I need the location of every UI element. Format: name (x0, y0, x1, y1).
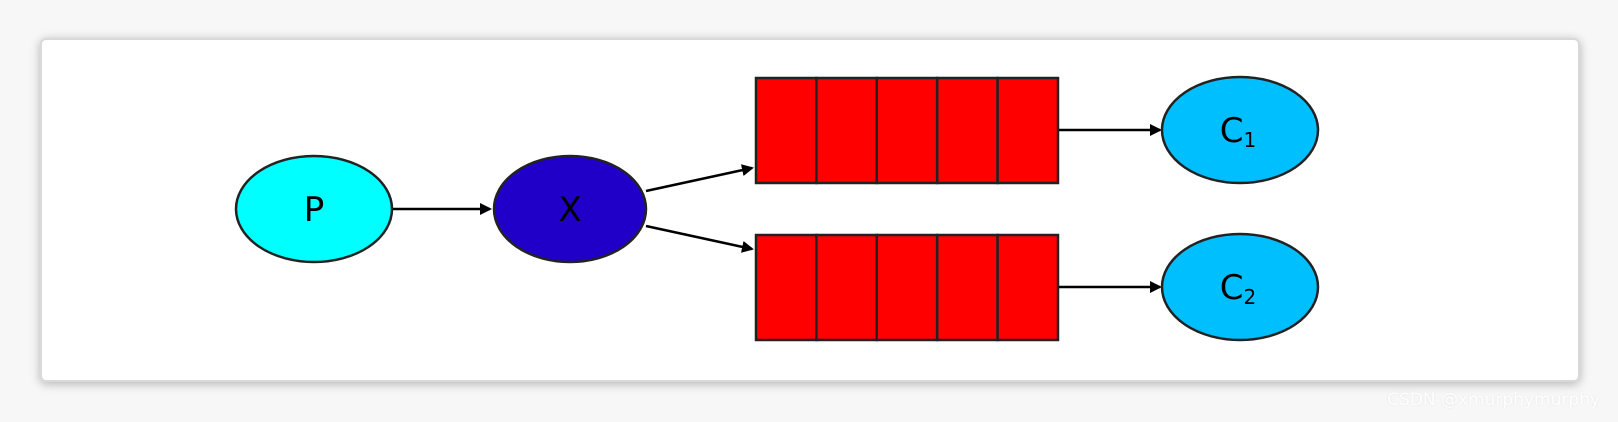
exchange-node: X (492, 154, 648, 264)
edge-exchange-queue2 (645, 224, 754, 253)
queue-1-cell-4 (935, 76, 999, 185)
queue-2-cell-5 (996, 233, 1060, 342)
queue-2 (754, 233, 1060, 342)
exchange-label: X (558, 190, 581, 230)
producer-label: P (304, 190, 325, 230)
producer-node: P (234, 154, 394, 264)
queue-2-cell-4 (935, 233, 999, 342)
queue-2-cell-3 (875, 233, 939, 342)
queue-1-cell-2 (815, 76, 879, 185)
consumer-2-label: C2 (1220, 268, 1256, 309)
consumer-1-label: C1 (1220, 111, 1256, 152)
queue-1-cell-3 (875, 76, 939, 185)
queue-2-cell-1 (754, 233, 818, 342)
queue-1-cell-1 (754, 76, 818, 185)
watermark: CSDN @xmurphymurphy (1387, 390, 1600, 410)
edge-exchange-queue1 (645, 164, 754, 193)
queue-2-cell-2 (815, 233, 879, 342)
queue-1-cell-5 (996, 76, 1060, 185)
queue-1 (754, 76, 1060, 185)
consumer-2-node: C2 (1160, 232, 1320, 342)
consumer-1-node: C1 (1160, 75, 1320, 185)
